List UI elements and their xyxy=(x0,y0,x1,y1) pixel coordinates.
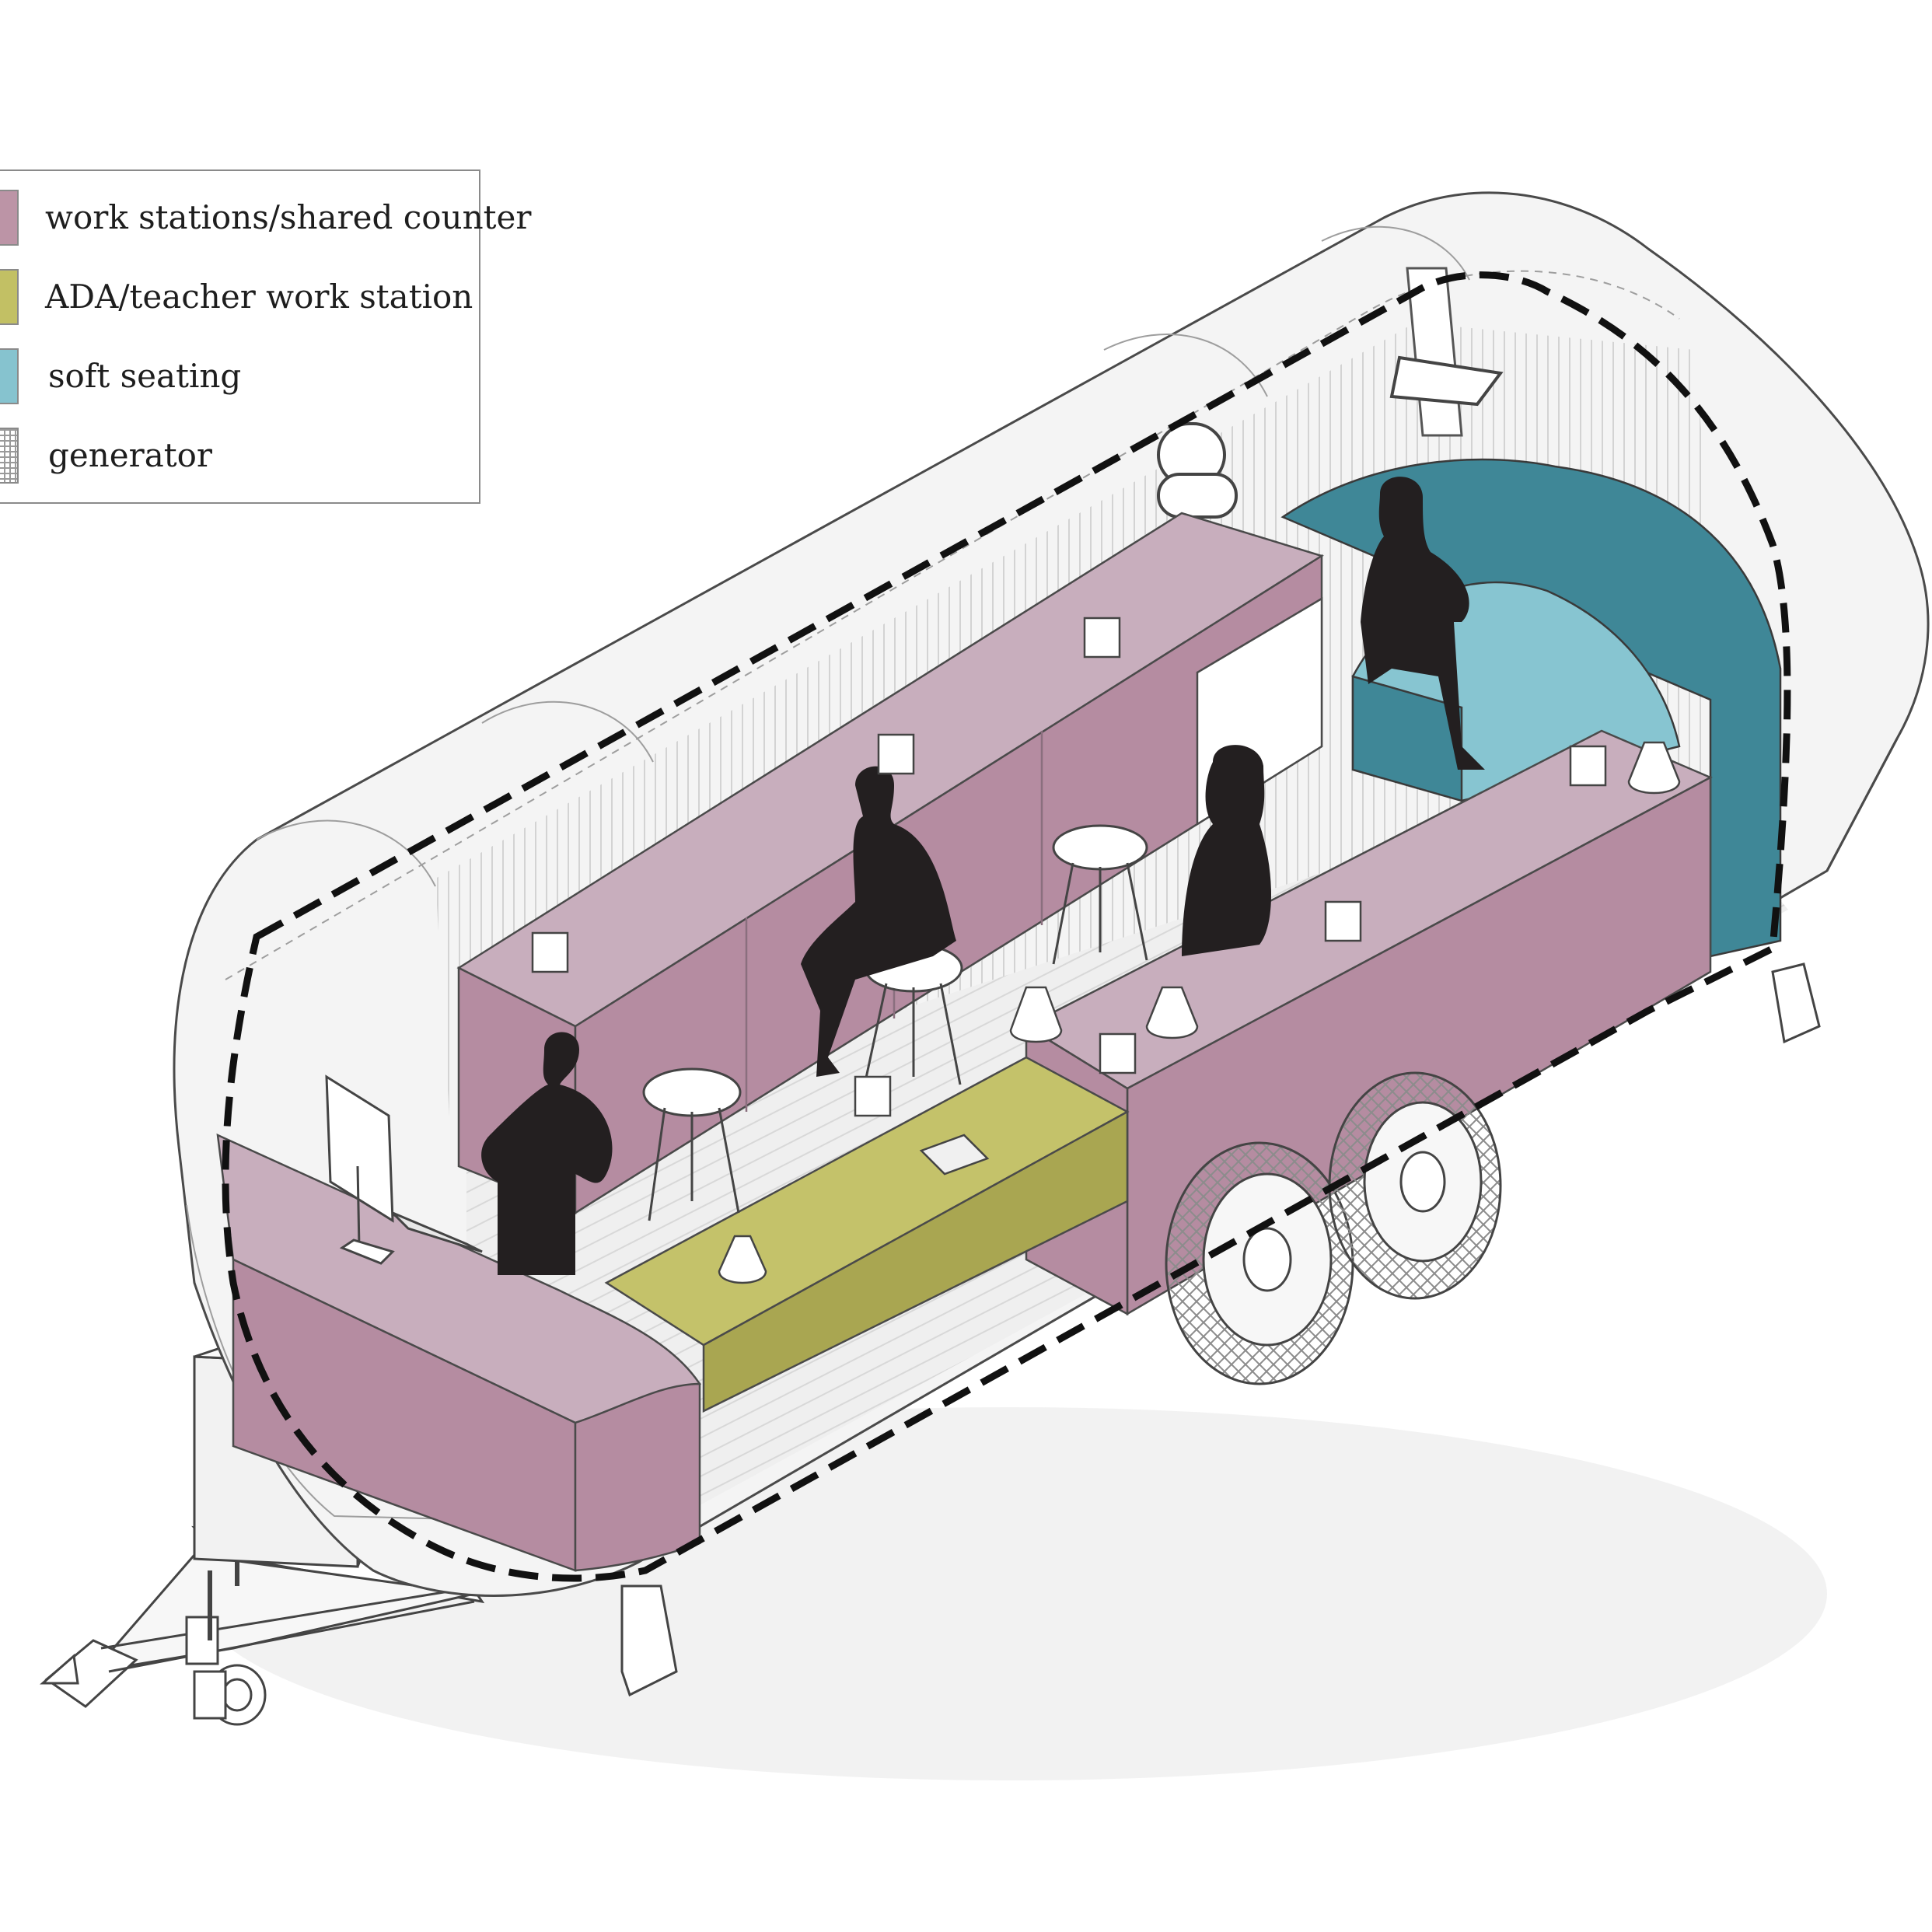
legend-item-generator: generator xyxy=(0,428,479,484)
legend-swatch-generator xyxy=(0,428,19,484)
legend-label-work-stations: work stations/shared counter xyxy=(45,198,532,236)
legend-item-soft-seating: soft seating xyxy=(0,348,479,404)
legend-item-ada-teacher: ADA/teacher work station xyxy=(0,269,479,325)
people-silhouettes xyxy=(481,477,1485,1275)
cutaway-boundary xyxy=(222,271,1791,1582)
legend: work stations/shared counter ADA/teacher… xyxy=(0,169,531,504)
trailer-stands xyxy=(620,963,1821,1697)
legend-item-work-stations: work stations/shared counter xyxy=(0,190,531,246)
lab-equipment xyxy=(531,617,1681,1284)
windows xyxy=(1157,355,1504,519)
legend-label-ada-teacher: ADA/teacher work station xyxy=(45,278,473,316)
computer-monitor xyxy=(325,1074,483,1265)
legend-label-generator: generator xyxy=(48,436,213,474)
legend-swatch-soft-seating xyxy=(0,348,19,404)
legend-swatch-ada-teacher xyxy=(0,269,19,325)
legend-label-soft-seating: soft seating xyxy=(48,357,242,395)
legend-swatch-work-stations xyxy=(0,190,19,246)
